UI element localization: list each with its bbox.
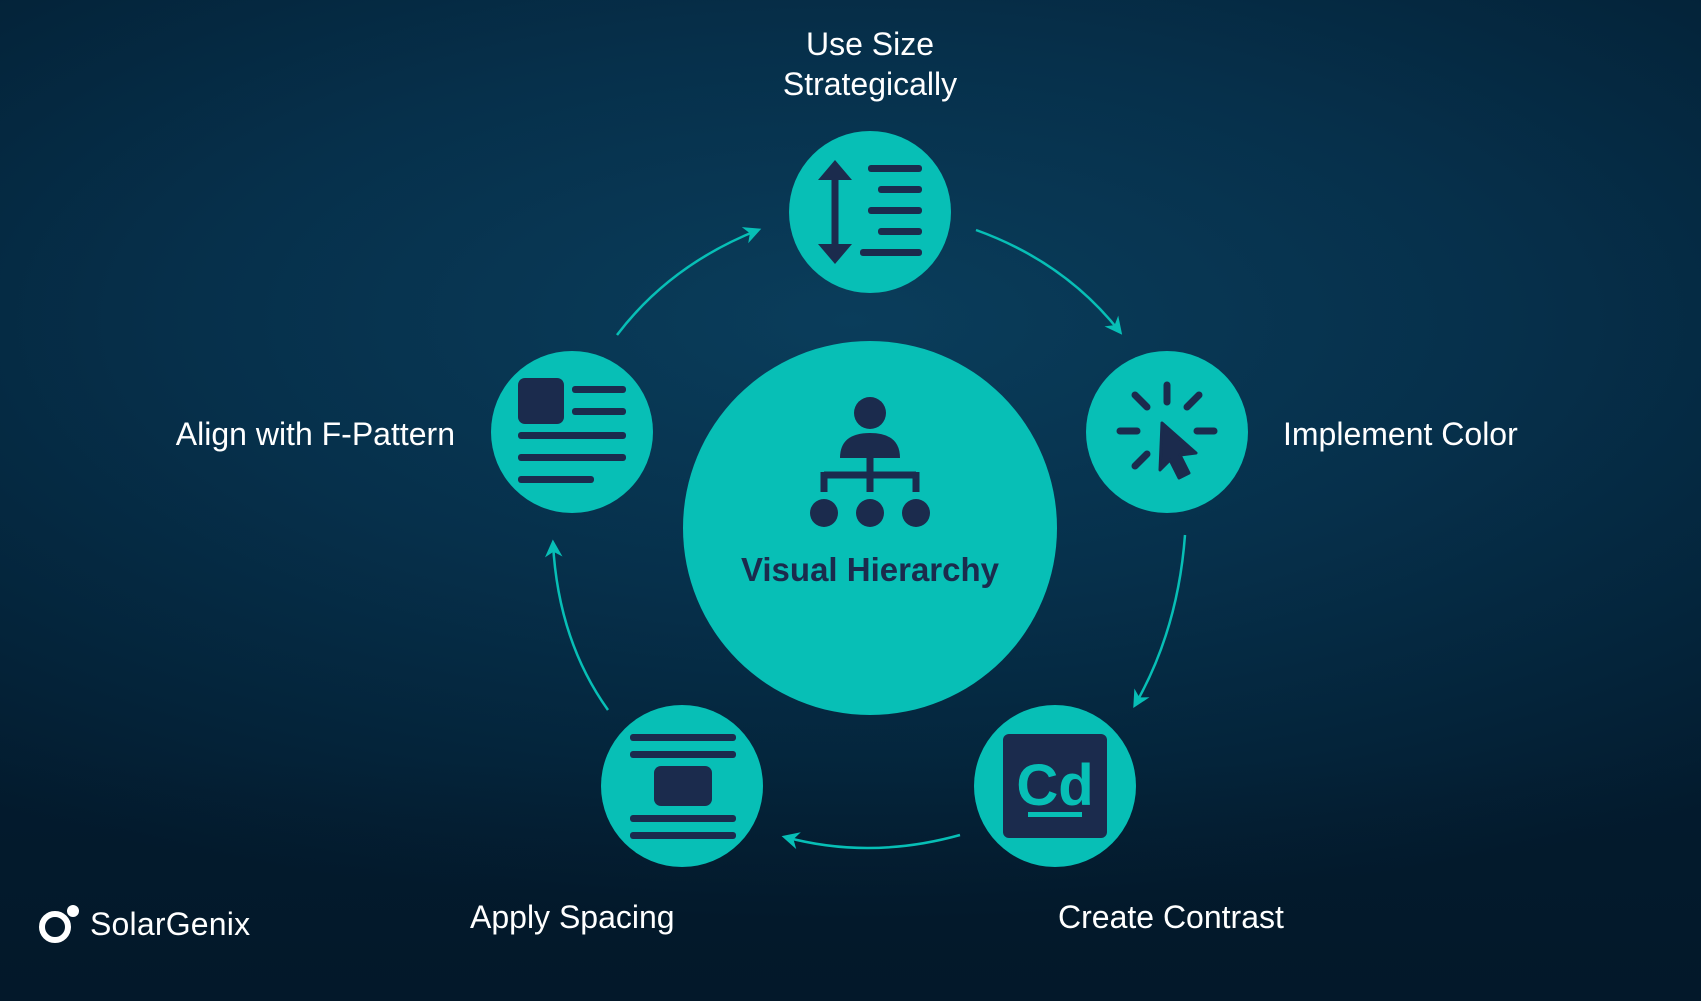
arrow-fpattern-to-size: [616, 227, 762, 336]
solargenix-logo-icon: [39, 905, 79, 943]
arrow-spacing-to-fpattern: [544, 539, 610, 711]
node-size-label-line2: Strategically: [782, 66, 958, 102]
brand-logo: SolarGenix: [36, 903, 250, 945]
node-color-label: Implement Color: [1283, 416, 1518, 452]
adobe-cd-icon-text: Cd: [1016, 753, 1093, 818]
node-contrast-label: Create Contrast: [1058, 899, 1284, 935]
adobe-cd-icon: Cd: [1003, 734, 1107, 838]
cursor-click-icon: [1116, 381, 1218, 480]
arrow-contrast-to-spacing: [781, 832, 961, 850]
node-spacing-label: Apply Spacing: [470, 899, 675, 935]
node-fpattern-label: Align with F-Pattern: [175, 416, 455, 452]
background-floor: [0, 760, 1701, 1001]
arrow-size-to-color: [975, 228, 1123, 335]
center-circle: [683, 341, 1057, 715]
brand-name: SolarGenix: [90, 906, 251, 942]
f-pattern-layout-icon: [518, 378, 626, 483]
layout-spacing-icon: [630, 734, 736, 839]
arrow-color-to-contrast: [1133, 534, 1187, 709]
node-size-label-line1: Use Size: [805, 26, 935, 62]
node-size-label: Use Size Strategically: [700, 24, 1040, 104]
text-size-icon: [818, 160, 922, 264]
center-title: Visual Hierarchy: [740, 551, 1000, 588]
org-chart-icon: [810, 397, 930, 527]
